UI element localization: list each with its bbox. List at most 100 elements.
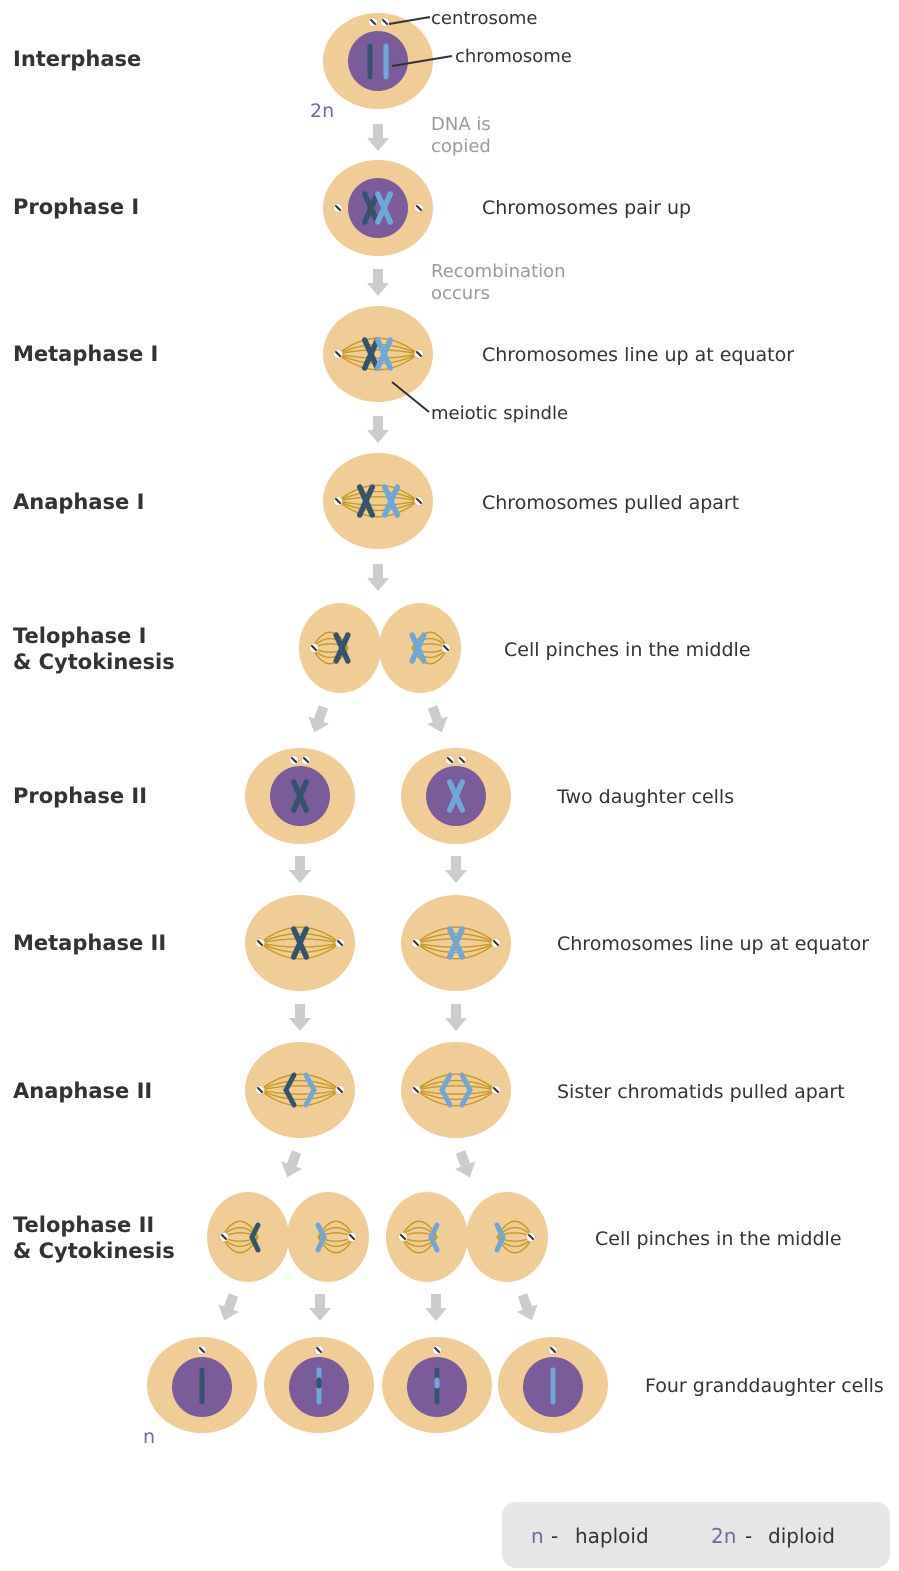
stage-label-metaphase-1: Metaphase I — [13, 342, 158, 366]
stage-label-telophase-1-cytokinesis: & Cytokinesis — [13, 650, 175, 674]
stage-label-prophase-1: Prophase I — [13, 195, 139, 219]
telophase-2-cell — [207, 1192, 369, 1282]
legend-haploid-symbol: n — [531, 1524, 544, 1548]
centrosome — [290, 756, 299, 765]
callout-chromosome: chromosome — [455, 46, 572, 67]
arrow-shape — [450, 1148, 480, 1181]
centrosome — [549, 1346, 558, 1355]
anaphase-2-cell — [401, 1042, 511, 1138]
note-dna-copied-line2: copied — [431, 136, 491, 157]
stage-label-interphase: Interphase — [13, 47, 141, 71]
centrosome — [348, 1233, 357, 1242]
stage-label-telophase-2-cytokinesis: & Cytokinesis — [13, 1239, 175, 1263]
down-arrow — [425, 1294, 447, 1321]
centrosome — [381, 18, 390, 27]
anaphase-1-cell — [323, 453, 433, 549]
centrosome — [310, 644, 319, 653]
desc-metaphase-1: Chromosomes line up at equator — [482, 344, 794, 366]
note-dna-copied-line1: DNA is — [431, 114, 491, 135]
down-arrow — [309, 1294, 331, 1321]
metaphase-1-cell — [323, 306, 433, 402]
arrow-shape — [422, 703, 452, 736]
arrow-shape — [445, 856, 467, 883]
stage-label-anaphase-2: Anaphase II — [13, 1079, 152, 1103]
arrow-shape — [367, 416, 389, 443]
arrow-shape — [425, 1294, 447, 1321]
stage-label-telophase-2: Telophase II — [13, 1213, 154, 1237]
centrosome — [446, 756, 455, 765]
legend-haploid-label: haploid — [575, 1524, 649, 1548]
legend-dash-haploid: - — [551, 1524, 558, 1548]
arrow-shape — [512, 1291, 542, 1324]
centrosome — [369, 18, 378, 27]
arrows-layer — [214, 124, 542, 1324]
down-arrow — [450, 1148, 480, 1181]
centrosome — [334, 204, 343, 213]
down-arrow — [289, 856, 311, 883]
centrosome — [415, 497, 424, 506]
centrosome — [336, 1086, 345, 1095]
down-arrow — [512, 1291, 542, 1324]
desc-granddaughter-cells: Four granddaughter cells — [645, 1375, 884, 1397]
legend: n - haploid 2n - diploid — [502, 1502, 890, 1568]
legend-dash-diploid: - — [745, 1524, 752, 1548]
down-arrow — [289, 1004, 311, 1031]
centrosome — [256, 1086, 265, 1095]
down-arrow — [445, 1004, 467, 1031]
desc-prophase-2: Two daughter cells — [556, 786, 734, 808]
down-arrow — [422, 703, 452, 736]
legend-diploid-label: diploid — [768, 1524, 835, 1548]
down-arrow — [367, 124, 389, 151]
down-arrow — [277, 1148, 307, 1181]
arrow-shape — [289, 856, 311, 883]
note-recombination-line1: Recombination — [431, 261, 566, 282]
arrow-shape — [277, 1148, 307, 1181]
centrosome — [415, 350, 424, 359]
telophase-2-cell — [386, 1192, 548, 1282]
centrosome — [492, 1086, 501, 1095]
centrosome — [415, 204, 424, 213]
arrow-shape — [309, 1294, 331, 1321]
arrow-shape — [214, 1291, 244, 1324]
centrosome — [527, 1233, 536, 1242]
legend-diploid-symbol: 2n — [711, 1524, 736, 1548]
granddaughter-cell — [382, 1337, 492, 1433]
metaphase-2-cell — [245, 895, 355, 991]
centrosome — [492, 939, 501, 948]
centrosome — [334, 350, 343, 359]
ploidy-mark-n: n — [143, 1426, 155, 1448]
desc-prophase-1: Chromosomes pair up — [482, 197, 691, 219]
metaphase-2-cell — [401, 895, 511, 991]
down-arrow — [214, 1291, 244, 1324]
note-recombination-line2: occurs — [431, 283, 490, 304]
granddaughter-cell — [264, 1337, 374, 1433]
desc-anaphase-2: Sister chromatids pulled apart — [557, 1081, 845, 1103]
centrosome — [315, 1346, 324, 1355]
telophase-1-cell — [299, 603, 461, 693]
centrosome — [412, 1086, 421, 1095]
nucleus — [348, 31, 408, 91]
arrow-shape — [304, 703, 334, 736]
centrosome — [433, 1346, 442, 1355]
arrow-shape — [367, 269, 389, 296]
desc-telophase-1: Cell pinches in the middle — [504, 639, 751, 661]
stage-label-prophase-2: Prophase II — [13, 784, 147, 808]
stage-label-metaphase-2: Metaphase II — [13, 931, 166, 955]
centrosome — [198, 1346, 207, 1355]
centrosome — [334, 497, 343, 506]
down-arrow — [445, 856, 467, 883]
down-arrow — [367, 564, 389, 591]
prophase-2-cell — [401, 748, 511, 844]
granddaughter-cell — [147, 1337, 257, 1433]
centrosome — [220, 1233, 229, 1242]
nucleus — [348, 178, 408, 238]
arrow-shape — [367, 564, 389, 591]
callout-meiotic-spindle: meiotic spindle — [431, 403, 568, 424]
cells-layer — [147, 13, 608, 1433]
stage-label-anaphase-1: Anaphase I — [13, 490, 144, 514]
stage-label-telophase-1: Telophase I — [13, 624, 146, 648]
prophase-2-cell — [245, 748, 355, 844]
down-arrow — [367, 269, 389, 296]
